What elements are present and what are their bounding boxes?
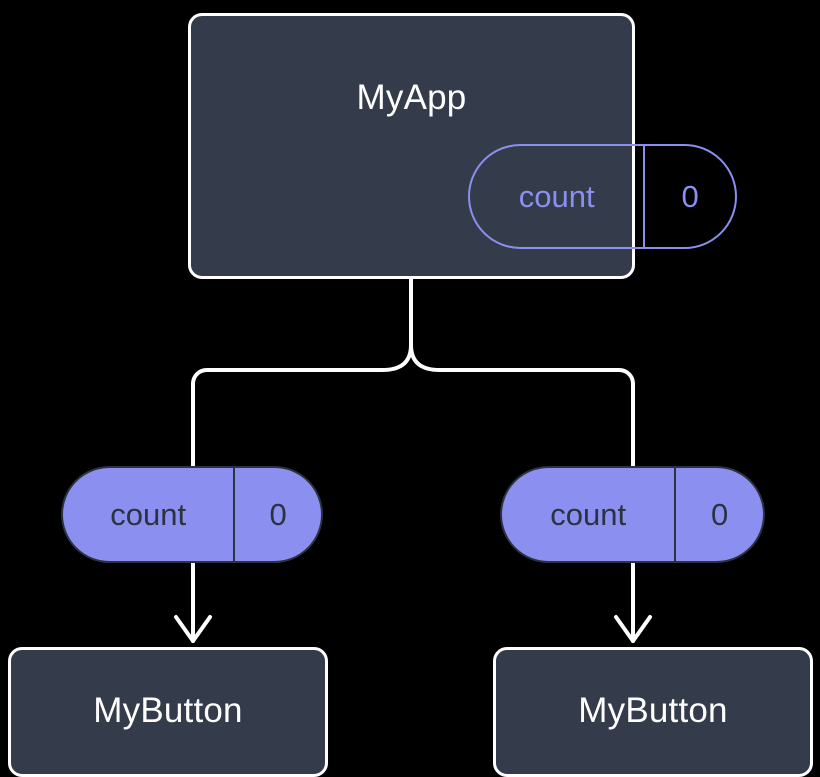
prop-pill-right-key: count <box>550 496 627 532</box>
component-myapp-label: MyApp <box>356 78 467 117</box>
prop-pill-right-value: 0 <box>674 468 763 561</box>
prop-pill-left-value: 0 <box>233 468 321 561</box>
component-myapp[interactable]: MyApp count 0 <box>188 13 737 279</box>
component-mybutton-left[interactable]: MyButton <box>8 647 328 777</box>
component-mybutton-right[interactable]: MyButton <box>493 647 813 777</box>
arrowhead-left <box>174 615 212 643</box>
arrowhead-right <box>614 615 652 643</box>
state-pill-myapp-key: count <box>518 178 595 214</box>
state-pill-myapp-value: 0 <box>643 146 735 247</box>
state-pill-myapp[interactable]: count 0 <box>468 144 737 249</box>
prop-pill-left-key: count <box>110 496 187 532</box>
edge-to-right-child <box>409 343 635 472</box>
prop-pill-right[interactable]: count 0 <box>500 466 765 563</box>
component-mybutton-left-label: MyButton <box>93 691 243 730</box>
component-mybutton-right-label: MyButton <box>578 691 728 730</box>
edge-to-left-child <box>191 343 413 472</box>
prop-pill-left[interactable]: count 0 <box>61 466 323 563</box>
